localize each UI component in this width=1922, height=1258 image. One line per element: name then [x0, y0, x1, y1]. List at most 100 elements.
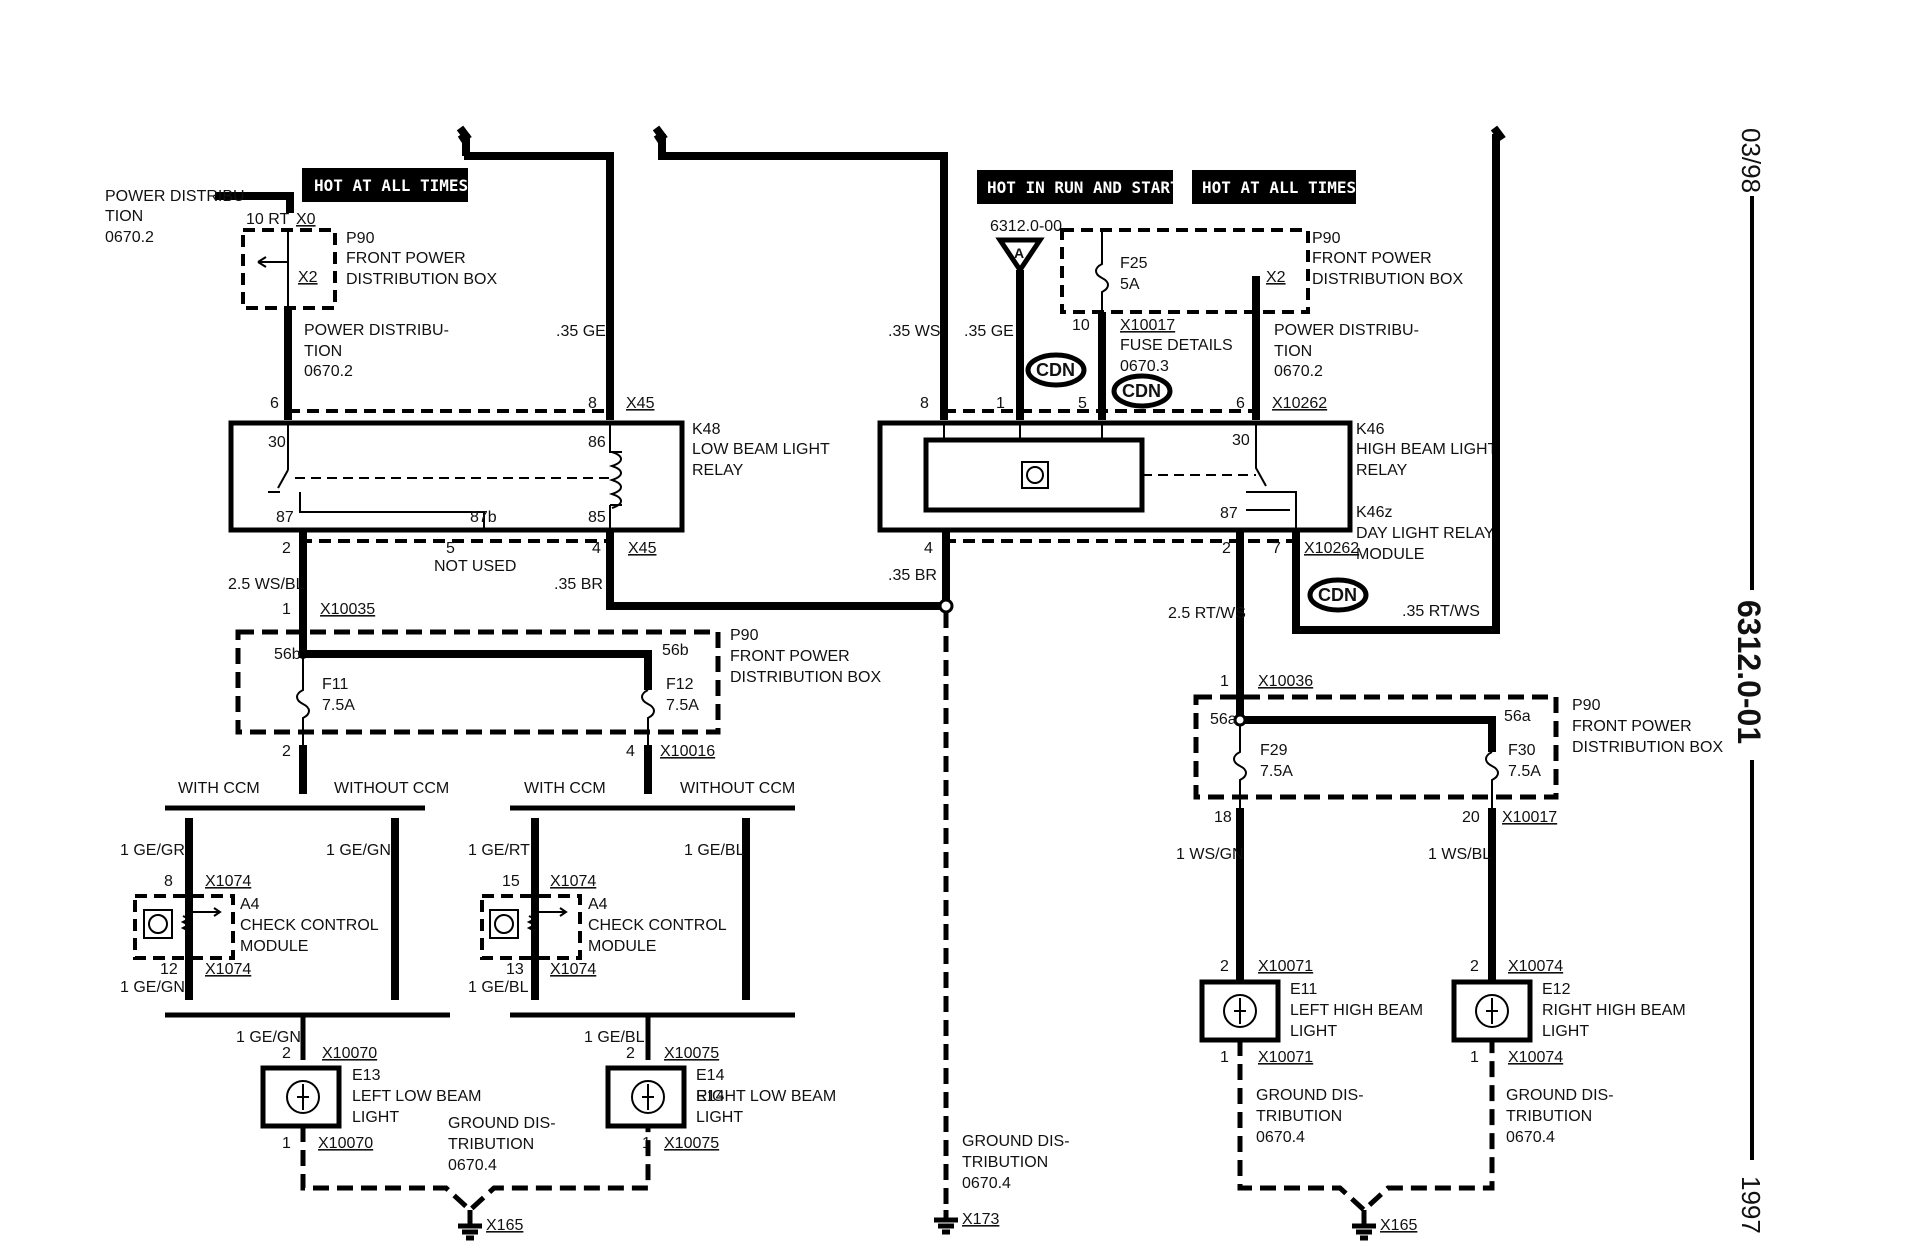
svg-text:0670.4: 0670.4: [448, 1157, 497, 1174]
hot-in-run-and-start-bar: HOT IN RUN AND START: [977, 170, 1180, 204]
svg-text:A4: A4: [240, 896, 260, 913]
low-beam-circuit: POWER DISTRIBU TION 0670.2 10 RT X0 X2 P…: [105, 125, 946, 1241]
svg-text:E12: E12: [1542, 981, 1571, 998]
svg-text:F11: F11: [322, 676, 348, 693]
svg-text:X10262: X10262: [1304, 540, 1359, 557]
svg-text:X1074: X1074: [205, 873, 251, 890]
svg-text:POWER DISTRIBU: POWER DISTRIBU: [105, 188, 245, 205]
svg-text:RIGHT HIGH BEAM: RIGHT HIGH BEAM: [1542, 1002, 1686, 1019]
svg-text:X45: X45: [626, 395, 655, 412]
svg-text:TRIBUTION: TRIBUTION: [962, 1154, 1048, 1171]
svg-text:0670.4: 0670.4: [962, 1175, 1011, 1192]
svg-text:X10074: X10074: [1508, 958, 1563, 975]
svg-text:1 GE/BL: 1 GE/BL: [584, 1029, 645, 1046]
svg-text:LIGHT: LIGHT: [1290, 1023, 1337, 1040]
svg-text:.35 GE: .35 GE: [556, 323, 606, 340]
svg-text:F30: F30: [1508, 742, 1536, 759]
svg-text:F29: F29: [1260, 742, 1288, 759]
svg-text:87: 87: [1220, 505, 1238, 522]
svg-text:1: 1: [282, 601, 291, 618]
high-beam-circuit: P90 FRONT POWER DISTRIBUTION BOX X2 POWE…: [1168, 125, 1723, 1241]
svg-text:7: 7: [1272, 540, 1281, 557]
svg-text:DAY LIGHT RELAY: DAY LIGHT RELAY: [1356, 525, 1495, 542]
svg-text:.35 BR: .35 BR: [888, 567, 937, 584]
svg-text:4: 4: [626, 743, 635, 760]
svg-text:87b: 87b: [470, 509, 497, 526]
svg-text:X1074: X1074: [550, 873, 596, 890]
p90-fuse-box-f29-f30: [1193, 694, 1559, 800]
svg-text:4: 4: [592, 540, 601, 557]
svg-text:0670.2: 0670.2: [105, 229, 154, 246]
svg-text:X10074: X10074: [1508, 1049, 1563, 1066]
svg-text:4: 4: [924, 540, 933, 557]
svg-text:7.5A: 7.5A: [1260, 763, 1293, 780]
svg-text:X10016: X10016: [660, 743, 715, 760]
svg-text:LIGHT: LIGHT: [1542, 1023, 1589, 1040]
svg-text:P90: P90: [346, 230, 375, 247]
svg-text:8: 8: [588, 395, 597, 412]
p90-fuse-box-f11-f12: [235, 629, 721, 735]
svg-text:X2: X2: [1266, 269, 1286, 286]
svg-text:E13: E13: [352, 1067, 381, 1084]
svg-text:2: 2: [282, 1045, 291, 1062]
svg-text:0670.2: 0670.2: [1274, 363, 1323, 380]
svg-text:LIGHT: LIGHT: [696, 1109, 743, 1126]
svg-text:WITH CCM: WITH CCM: [178, 780, 260, 797]
page-number: 6312.0-01: [1731, 600, 1767, 744]
svg-text:WITH CCM: WITH CCM: [524, 780, 606, 797]
svg-text:X45: X45: [628, 540, 657, 557]
svg-text:X10070: X10070: [318, 1135, 373, 1152]
svg-text:7.5A: 7.5A: [666, 697, 699, 714]
svg-text:2: 2: [1222, 540, 1231, 557]
svg-text:0670.4: 0670.4: [1506, 1129, 1555, 1146]
svg-text:LOW BEAM LIGHT: LOW BEAM LIGHT: [692, 441, 830, 458]
svg-text:0670.3: 0670.3: [1120, 358, 1169, 375]
svg-text:WITHOUT CCM: WITHOUT CCM: [680, 780, 795, 797]
svg-text:X10071: X10071: [1258, 958, 1313, 975]
svg-text:85: 85: [588, 509, 606, 526]
svg-text:X0: X0: [296, 211, 316, 228]
svg-text:56b: 56b: [274, 646, 301, 663]
e14-label: E14: [696, 1067, 725, 1084]
svg-text:1: 1: [996, 395, 1005, 412]
svg-text:FRONT POWER: FRONT POWER: [1572, 718, 1692, 735]
svg-text:30: 30: [268, 434, 286, 451]
svg-text:MODULE: MODULE: [588, 938, 656, 955]
p90-label-f11: P90: [730, 627, 759, 644]
svg-text:6: 6: [270, 395, 279, 412]
svg-text:X165: X165: [486, 1217, 523, 1234]
svg-text:NOT USED: NOT USED: [434, 558, 516, 575]
svg-text:HOT AT ALL TIMES: HOT AT ALL TIMES: [1202, 178, 1356, 197]
svg-text:30: 30: [1232, 432, 1250, 449]
svg-text:X10075: X10075: [664, 1045, 719, 1062]
svg-text:2.5 RT/WS: 2.5 RT/WS: [1168, 605, 1246, 622]
svg-text:1 GE/GN: 1 GE/GN: [236, 1029, 301, 1046]
svg-text:A4: A4: [588, 896, 608, 913]
svg-text:P90: P90: [1312, 230, 1341, 247]
svg-text:MODULE: MODULE: [1356, 546, 1424, 563]
e14-desc: RIGHT LOW BEAM: [696, 1088, 836, 1105]
svg-text:.35 RT/WS: .35 RT/WS: [1402, 603, 1480, 620]
svg-text:HOT AT ALL TIMES: HOT AT ALL TIMES: [314, 176, 468, 195]
svg-text:MODULE: MODULE: [240, 938, 308, 955]
svg-text:5A: 5A: [1120, 276, 1140, 293]
svg-text:1 GE/BL: 1 GE/BL: [684, 842, 745, 859]
side-title: 03/98 6312.0-01 1997: [1731, 128, 1767, 1234]
svg-text:15: 15: [502, 873, 520, 890]
svg-text:56a: 56a: [1504, 708, 1531, 725]
svg-text:LIGHT: LIGHT: [352, 1109, 399, 1126]
svg-text:CDN: CDN: [1318, 585, 1357, 605]
svg-text:CDN: CDN: [1036, 360, 1075, 380]
svg-text:1 GE/BL: 1 GE/BL: [468, 979, 529, 996]
svg-text:1 WS/BL: 1 WS/BL: [1428, 846, 1491, 863]
high-beam-relay-feeds: .35 WS .35 GE 6312.0-00 A F25 5A 10 X100…: [652, 125, 1353, 1235]
svg-text:HIGH BEAM LIGHT: HIGH BEAM LIGHT: [1356, 441, 1498, 458]
svg-text:2: 2: [626, 1045, 635, 1062]
svg-text:TION: TION: [105, 208, 143, 225]
svg-text:RELAY: RELAY: [1356, 462, 1408, 479]
svg-text:CHECK CONTROL: CHECK CONTROL: [588, 917, 727, 934]
svg-text:1 GE/GR: 1 GE/GR: [120, 842, 185, 859]
svg-text:8: 8: [164, 873, 173, 890]
svg-text:X1074: X1074: [550, 961, 596, 978]
